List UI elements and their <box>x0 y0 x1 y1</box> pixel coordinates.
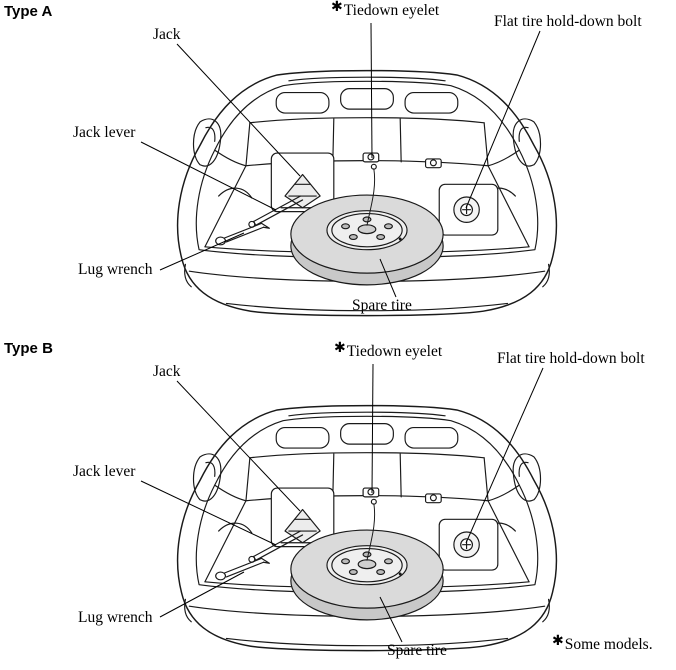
label-lug-wrench: Lug wrench <box>78 609 153 626</box>
leader-line-lever <box>140 480 277 546</box>
label-lug-wrench: Lug wrench <box>78 261 153 278</box>
cargo-area-illustration-a <box>140 22 558 317</box>
label-jack: Jack <box>153 26 181 43</box>
label-flat-tire-bolt: Flat tire hold-down bolt <box>494 13 642 30</box>
label-jack: Jack <box>153 363 181 380</box>
label-tiedown-eyelet: ✱Tiedown eyelet <box>334 340 443 360</box>
cargo-area-illustration-b <box>140 363 558 652</box>
label-jack-lever: Jack lever <box>73 124 136 141</box>
label-spare-tire: Spare tire <box>387 642 447 659</box>
leader-lines <box>140 22 541 298</box>
label-jack-lever: Jack lever <box>73 463 136 480</box>
asterisk-mark: ✱ <box>331 0 343 15</box>
label-tiedown-eyelet: ✱Tiedown eyelet <box>331 0 440 19</box>
leader-line-tiedown <box>371 363 374 494</box>
type-a-title: Type A <box>4 3 53 20</box>
leader-line-lever <box>140 141 277 211</box>
leader-line-jack <box>176 43 301 177</box>
asterisk-mark: ✱ <box>334 340 346 356</box>
type-b-title: Type B <box>4 340 53 357</box>
leader-lines <box>140 363 544 643</box>
leader-line-tiedown <box>370 22 373 159</box>
footnote-some-models: ✱Some models. <box>552 633 653 653</box>
leader-line-jack <box>176 380 301 512</box>
leader-line-spare <box>379 596 403 643</box>
diagram-type-a: Type A Jack ✱Tiedown eyelet Flat tire ho… <box>4 0 642 317</box>
leader-line-spare <box>379 258 397 298</box>
leader-line-wrench <box>159 232 245 271</box>
leader-line-wrench <box>159 571 245 618</box>
label-flat-tire-bolt: Flat tire hold-down bolt <box>497 350 645 367</box>
leader-line-bolt <box>465 367 544 544</box>
asterisk-mark: ✱ <box>552 633 564 649</box>
label-spare-tire: Spare tire <box>352 297 412 314</box>
diagram-type-b: Type B Jack ✱Tiedown eyelet Flat tire ho… <box>0 337 676 670</box>
leader-line-bolt <box>465 30 541 209</box>
